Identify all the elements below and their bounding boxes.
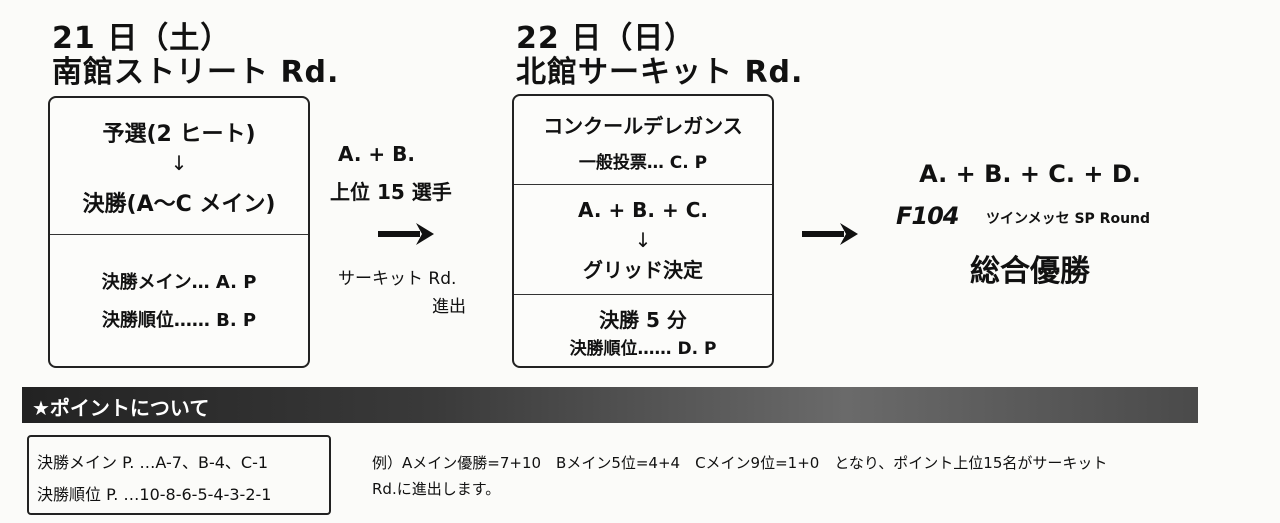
day1-date: 21 日（土） — [52, 21, 232, 56]
point-a-label: 決勝メイン… A. P — [101, 272, 257, 293]
point-b-label: 決勝順位…… B. P — [101, 310, 257, 331]
sum-abc: A. + B. + C. — [578, 198, 708, 222]
rank-points: 決勝順位 P. …10-8-6-5-4-3-2-1 — [37, 485, 272, 504]
divider — [514, 294, 772, 295]
day2-venue: 北館サーキット Rd. — [516, 55, 804, 90]
middle-sum: A. + B. — [338, 142, 415, 166]
banner-label: ★ポイントについて — [32, 396, 210, 420]
event-name: ツインメッセ SP Round — [986, 211, 1151, 227]
point-d-label: 決勝順位…… D. P — [569, 339, 717, 359]
divider — [50, 234, 308, 235]
final-label: 決勝(A〜C メイン) — [82, 192, 276, 217]
down-arrow-icon: ↓ — [634, 228, 652, 252]
day2-box: コンクールデレガンス 一般投票… C. P A. + B. + C. ↓ グリッ… — [512, 94, 774, 368]
day1-box: 予選(2 ヒート) ↓ 決勝(A〜C メイン) 決勝メイン… A. P 決勝順位… — [48, 96, 310, 368]
points-banner: ★ポイントについて — [22, 387, 1198, 423]
day1-venue: 南館ストリート Rd. — [52, 55, 340, 90]
right-arrow-icon — [378, 223, 434, 245]
main-points: 決勝メイン P. …A-7、B-4、C-1 — [37, 453, 269, 472]
concours-label: コンクールデレガンス — [543, 114, 743, 138]
f104-logo: F104 — [896, 202, 959, 230]
overall-winner: 総合優勝 — [970, 254, 1090, 289]
total-sum: A. + B. + C. + D. — [919, 160, 1141, 188]
divider — [514, 184, 772, 185]
qualify-label: 予選(2 ヒート) — [102, 122, 256, 147]
down-arrow-icon: ↓ — [170, 151, 188, 175]
points-box: 決勝メイン P. …A-7、B-4、C-1 決勝順位 P. …10-8-6-5-… — [27, 435, 331, 515]
final5-label: 決勝 5 分 — [599, 308, 687, 332]
grid-label: グリッド決定 — [583, 258, 703, 282]
event-logo-row: F104 ツインメッセ SP Round — [896, 200, 1186, 234]
middle-circuit: サーキット Rd. — [338, 269, 457, 289]
vote-label: 一般投票… C. P — [578, 153, 708, 173]
day2-date: 22 日（日） — [516, 21, 696, 56]
example-line2: Rd.に進出します。 — [372, 480, 501, 498]
middle-top15: 上位 15 選手 — [330, 180, 452, 204]
example-line1: 例）Aメイン優勝=7+10 Bメイン5位=4+4 Cメイン9位=1+0 となり、… — [372, 454, 1108, 472]
right-arrow-icon — [802, 223, 858, 245]
middle-advance: 進出 — [432, 297, 466, 317]
